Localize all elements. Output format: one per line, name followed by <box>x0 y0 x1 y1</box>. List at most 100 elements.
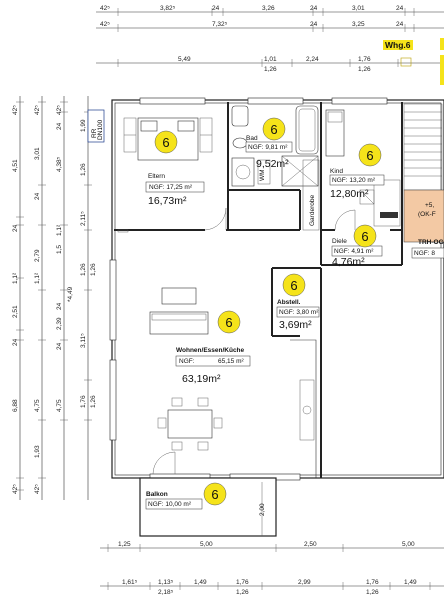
unit-label: Whg.6 <box>385 40 411 50</box>
stair-line-4: NGF: 8 <box>414 250 435 257</box>
top-dim-2-4: 3,25 <box>352 21 365 28</box>
bottom-dim-1-3: 2,50 <box>304 541 317 548</box>
kind-furniture <box>325 109 401 231</box>
bottom-dim-2-sub-1: 2,18⁵ <box>158 589 174 596</box>
left-dim-3-2: 24 <box>56 122 63 130</box>
left-dim-3-4: 1,5 <box>56 245 63 254</box>
stair-landing <box>403 189 444 243</box>
kind-name: Kind <box>330 168 343 175</box>
left-dimensions: 42⁵ 4,51 24 1,1² 2,51 24 6,88 42⁵ 42⁵ 3,… <box>12 96 97 500</box>
top-dim-1-3: 24 <box>212 5 220 12</box>
unit-label-box <box>383 40 413 50</box>
wohnen-ngf-value: 65,15 m² <box>218 358 244 365</box>
diele-name: Diele <box>332 238 347 245</box>
bad-fixtures: WM <box>231 105 319 187</box>
rr-sub: DN100 <box>97 119 104 140</box>
rr-box <box>87 109 105 143</box>
left-dim-2-3: 24 <box>34 192 41 200</box>
bottom-dim-1-2: 5,00 <box>200 541 213 548</box>
badge-balkon: 6 <box>203 482 227 506</box>
left-dim-3-3: 4,38⁵ <box>56 156 63 172</box>
svg-text:6: 6 <box>270 122 277 137</box>
stair-line-3: TRH-OG <box>418 239 444 246</box>
wohnen-area: 63,19m² <box>182 373 221 385</box>
badge-wohnen: 6 <box>217 310 241 334</box>
bottom-dim-1-4: 5,00 <box>402 541 415 548</box>
top-dim-2-3: 24 <box>310 21 318 28</box>
left-dim-3-sub: 1,1² <box>56 224 63 236</box>
left-dim-4-6: 1,76 <box>80 395 87 408</box>
bad-wm: WM <box>259 169 266 181</box>
top-dim-3-sub-1: 1,26 <box>264 66 277 73</box>
top-dim-2-2: 7,32⁵ <box>212 21 228 28</box>
building: WM Garderobe +5, <box>87 97 444 537</box>
left-dim-2-4: 2,79 <box>34 249 41 262</box>
abstell-name: Abstell. <box>277 299 301 306</box>
svg-text:6: 6 <box>162 135 169 150</box>
top-dimensions: 42⁵ 3,82⁵ 24 3,26 24 3,01 24 42⁵ 7,32⁵ 2… <box>96 5 444 85</box>
top-dim-3-3: 2,24 <box>306 56 319 63</box>
badge-eltern: 6 <box>154 130 178 154</box>
bottom-dim-2-5: 2,99 <box>298 579 311 586</box>
left-dim-4-4: 1,26 <box>80 263 87 276</box>
bottom-dim-2-1: 1,61⁵ <box>122 579 138 586</box>
interior-walls <box>114 102 403 478</box>
bottom-dim-2-3: 1,49 <box>194 579 207 586</box>
wohnen-ngf: NGF: <box>179 358 195 365</box>
bottom-dim-2-2: 1,13⁵ <box>158 579 174 586</box>
kind-area: 12,80m² <box>330 188 369 200</box>
left-dim-2-7: 1,93 <box>34 445 41 458</box>
eltern-furniture <box>117 117 227 233</box>
badge-diele: 6 <box>353 224 377 248</box>
bad-area: 9,52m² <box>256 158 289 170</box>
left-dim-4-2: 1,26 <box>80 163 87 176</box>
svg-text:6: 6 <box>211 487 218 502</box>
bottom-dimensions: 1,25 5,00 2,50 5,00 1,61⁵ 1,13⁵ 1,49 1,7… <box>100 541 444 596</box>
bottom-dim-1-1: 1,25 <box>118 541 131 548</box>
eltern-ngf: NGF: 17,25 m² <box>149 184 193 191</box>
top-dim-1-2: 3,82⁵ <box>160 5 176 12</box>
left-dim-2-6: 4,75 <box>34 399 41 412</box>
garderobe-cabinet <box>302 159 320 231</box>
top-dim-1-4: 3,26 <box>262 5 275 12</box>
top-dim-1-5: 24 <box>310 5 318 12</box>
left-dim-2-5: 1,1² <box>34 272 41 284</box>
left-dim-1-8: 42⁵ <box>12 484 19 494</box>
top-dim-1-6: 3,01 <box>352 5 365 12</box>
top-dim-1-1: 42⁵ <box>100 5 110 12</box>
bad-name: Bad <box>246 135 258 142</box>
abstell-ngf: NGF: 3,80 m² <box>279 309 319 316</box>
left-dim-3-6: 2,39 <box>56 317 63 330</box>
left-dim-4-1: 1,99 <box>80 119 87 132</box>
top-dim-3-4: 1,76 <box>358 56 371 63</box>
unit-label-edge <box>440 38 444 50</box>
balkon-depth: 2,00 <box>259 503 266 516</box>
abstell-area: 3,69m² <box>279 319 312 331</box>
left-dim-1-5: 2,51 <box>12 305 19 318</box>
badge-abstell: 6 <box>282 273 306 297</box>
stair: +5, (OK-F TRH-OG NGF: 8 <box>403 103 444 259</box>
svg-text:6: 6 <box>225 315 232 330</box>
stair-line-1: +5, <box>425 202 434 209</box>
bad-ngf: NGF: 9,81 m² <box>248 144 288 151</box>
left-dim-3-1: 42⁵ <box>56 105 63 115</box>
left-dim-1-1: 42⁵ <box>12 105 19 115</box>
svg-text:6: 6 <box>361 229 368 244</box>
kind-ngf: NGF: 13,20 m² <box>332 177 376 184</box>
top-dim-3-1: 5,49 <box>178 56 191 63</box>
top-dim-3-sub-2: 1,26 <box>358 66 371 73</box>
left-dim-3-7: 24 <box>56 342 63 350</box>
left-dim-3-8: 4,75 <box>56 399 63 412</box>
left-dim-2-8: 42⁵ <box>34 484 41 494</box>
diele-area: 4,76m² <box>332 256 365 268</box>
bottom-dim-2-sub-3: 1,26 <box>366 589 379 596</box>
bottom-dim-2-6: 1,76 <box>366 579 379 586</box>
left-dim-1-2: 4,51 <box>12 159 19 172</box>
left-dim-1-4: 1,1² <box>12 272 19 284</box>
svg-text:6: 6 <box>366 148 373 163</box>
left-dim-2-1: 42⁵ <box>34 105 41 115</box>
stair-line-2: (OK-F <box>418 211 436 218</box>
diele-ngf: NGF: 4,91 m² <box>334 248 374 255</box>
badge-kind: 6 <box>358 143 382 167</box>
